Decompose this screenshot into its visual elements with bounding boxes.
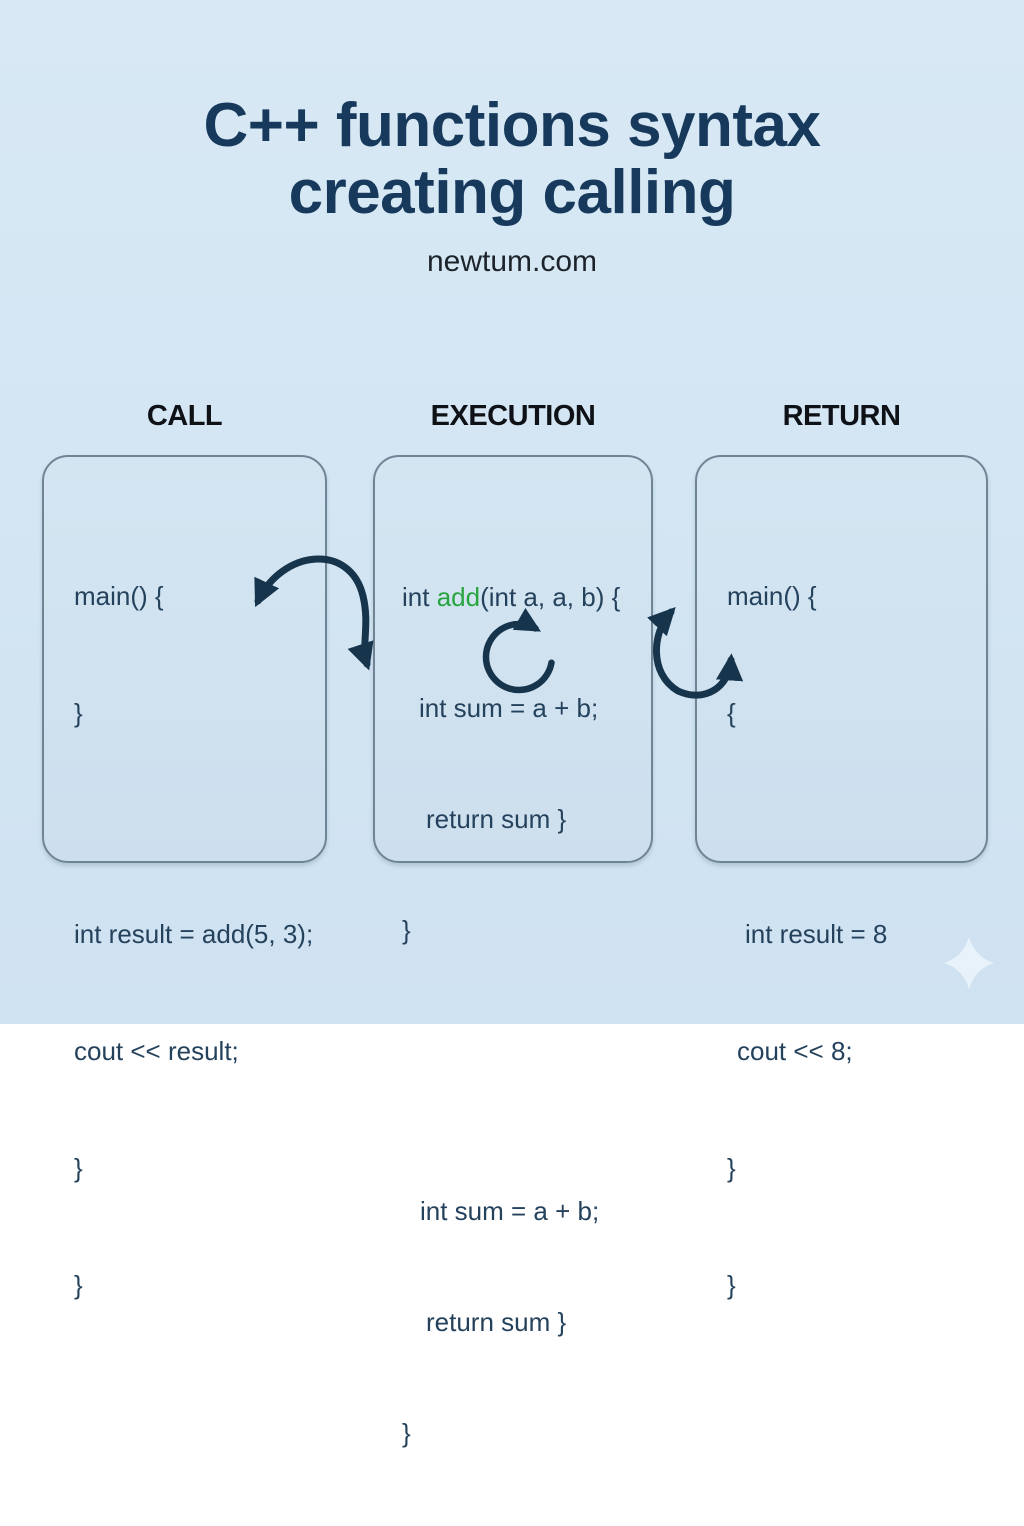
code-line: } — [74, 1153, 83, 1183]
signature-post: (int a, a, b) { — [480, 582, 621, 612]
code-line: int result = add(5, 3); — [74, 919, 314, 949]
page-title-line1: C++ functions syntax — [203, 91, 821, 160]
stage-label-call: CALL — [146, 400, 223, 432]
function-name: add — [436, 582, 481, 612]
signature-pre: int — [402, 582, 437, 612]
site-subtitle: newtum.com — [426, 245, 598, 278]
function-signature-line: int add(int a, a, b) { — [402, 579, 641, 616]
return-stage-box: main() { { int result = 8 cout << 8; } } — [695, 455, 988, 1300]
code-line — [727, 811, 976, 837]
code-line: } — [74, 1270, 83, 1300]
code-line: cout << 8; — [737, 1036, 853, 1066]
code-line: } — [727, 1153, 736, 1183]
page-title: C++ functions syntax creating calling — [0, 92, 1024, 226]
loop-icon-slot — [402, 1023, 641, 1119]
page-title-line2: creating calling — [288, 158, 736, 227]
code-line: main() { — [727, 581, 817, 611]
code-line — [74, 811, 315, 837]
code-line: int result = 8 — [745, 919, 888, 949]
code-line: } — [402, 915, 411, 945]
stage-label-return: RETURN — [782, 400, 901, 432]
code-line: int sum = a + b; — [419, 693, 599, 723]
code-line: } — [74, 698, 83, 728]
stage-label-execution: EXECUTION — [430, 400, 596, 432]
code-line: int sum = a + b; — [420, 1196, 600, 1226]
code-line: return sum } — [426, 1307, 567, 1337]
code-line: cout << result; — [74, 1036, 239, 1066]
code-line: } — [727, 1270, 736, 1300]
return-code-block: main() { { int result = 8 cout << 8; } } — [697, 457, 986, 1300]
execution-code-block: int add(int a, a, b) { int sum = a + b; … — [375, 457, 651, 1448]
infographic-canvas: C++ functions syntax creating calling ne… — [0, 0, 1024, 1448]
call-code-block: main() { } int result = add(5, 3); cout … — [44, 457, 325, 1300]
code-line: return sum } — [426, 804, 567, 834]
code-line: main() { — [74, 581, 164, 611]
execution-stage-box: int add(int a, a, b) { int sum = a + b; … — [373, 455, 653, 1448]
code-line: } — [402, 1418, 411, 1448]
code-line: { — [727, 698, 736, 728]
call-stage-box: main() { } int result = add(5, 3); cout … — [42, 455, 327, 1300]
